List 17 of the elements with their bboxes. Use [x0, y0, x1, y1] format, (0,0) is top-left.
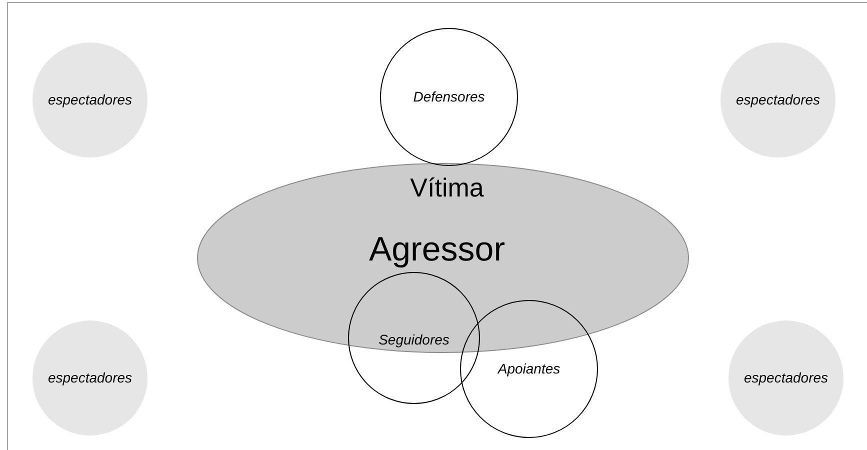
spectator-circle	[728, 320, 844, 436]
role-label: Defensores	[413, 88, 485, 106]
central-ellipse	[197, 163, 689, 353]
spectator-circle	[32, 42, 148, 158]
spectator-label: espectadores	[48, 90, 132, 110]
spectator-label: espectadores	[736, 90, 820, 110]
role-label: Apoiantes	[498, 360, 560, 378]
aggressor-label: Agressor	[368, 230, 506, 270]
role-circle	[380, 28, 518, 166]
spectator-circle	[32, 320, 148, 436]
spectator-label: espectadores	[744, 368, 828, 388]
role-label: Seguidores	[378, 330, 450, 350]
role-circle	[348, 272, 480, 404]
role-circle	[460, 300, 598, 438]
victim-label: Vítima	[410, 172, 484, 204]
spectator-circle	[720, 42, 836, 158]
spectator-label: espectadores	[48, 368, 132, 388]
